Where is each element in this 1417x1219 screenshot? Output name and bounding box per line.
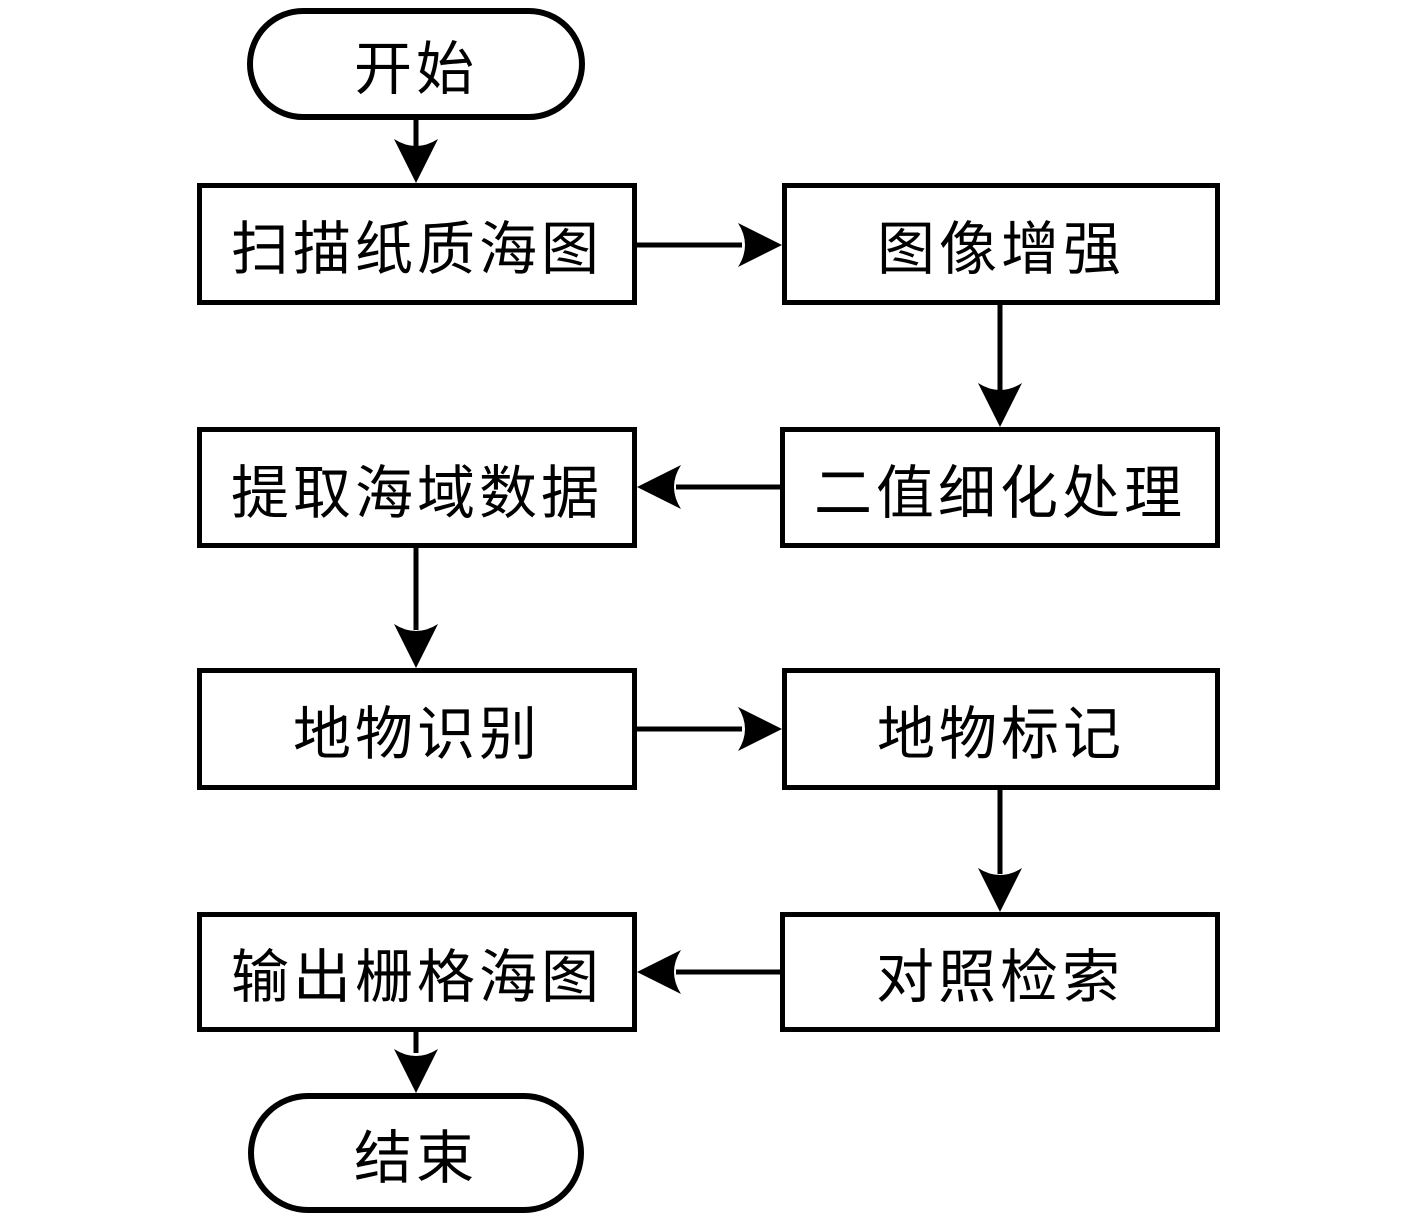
flowchart-node-feature-recognition: 地物识别 <box>197 668 637 790</box>
arrow-enhance-to-binarize <box>978 303 1022 427</box>
arrow-output-to-end <box>394 1030 438 1093</box>
arrow-retrieve-to-output <box>637 950 782 994</box>
flowchart-node-start: 开始 <box>247 8 585 120</box>
arrow-mark-to-retrieve <box>978 788 1022 912</box>
flowchart-node-extract-sea-data: 提取海域数据 <box>197 427 637 548</box>
arrow-binarize-to-extract <box>637 465 782 509</box>
arrow-start-to-scan <box>394 118 438 183</box>
flowchart-node-comparison-retrieval: 对照检索 <box>780 912 1220 1032</box>
arrow-extract-to-recognize <box>394 546 438 668</box>
arrow-scan-to-enhance <box>635 223 782 267</box>
flowchart-node-scan-paper-chart: 扫描纸质海图 <box>197 183 637 305</box>
flowchart-node-output-raster-chart: 输出栅格海图 <box>197 912 637 1032</box>
flowchart-node-end: 结束 <box>248 1093 584 1213</box>
flowchart-node-feature-marking: 地物标记 <box>782 668 1220 790</box>
flowchart-node-image-enhancement: 图像增强 <box>782 183 1220 305</box>
flowchart-node-binary-thinning: 二值细化处理 <box>780 427 1220 548</box>
arrow-recognize-to-mark <box>635 707 782 751</box>
